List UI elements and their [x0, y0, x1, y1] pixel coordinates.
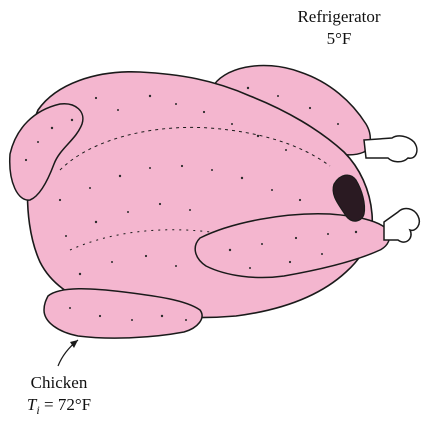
temperature-value: = 72°F: [40, 395, 91, 414]
chicken-name: Chicken: [4, 372, 114, 394]
lower-bone: [384, 209, 419, 243]
refrigerator-temperature: 5°F: [264, 28, 414, 50]
upper-bone: [364, 136, 417, 162]
initial-temperature: Ti = 72°F: [4, 394, 114, 421]
chicken-label: Chicken Ti = 72°F: [4, 372, 114, 421]
temperature-symbol: T: [27, 395, 36, 414]
refrigerator-label: Refrigerator 5°F: [264, 6, 414, 50]
refrigerator-name: Refrigerator: [264, 6, 414, 28]
